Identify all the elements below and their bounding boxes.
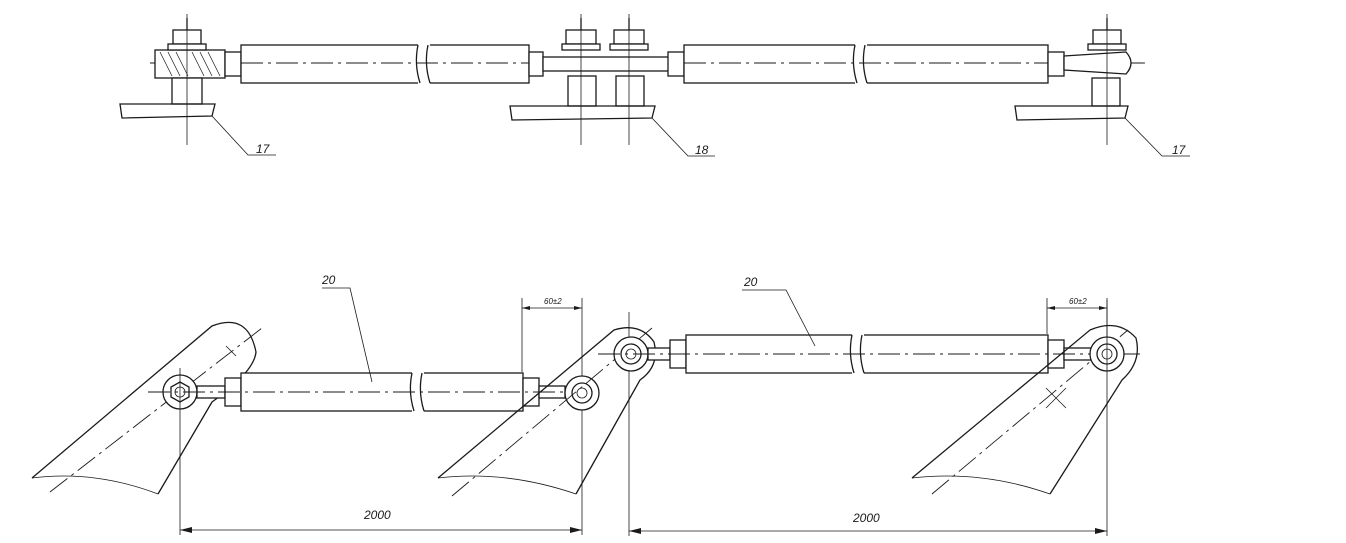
left-rod-side: [148, 371, 600, 413]
right-support-plate: [1014, 105, 1129, 121]
span-label-left: 2000: [363, 508, 391, 522]
right-rod-side: [598, 333, 1140, 375]
rod-label-right: 20: [743, 275, 758, 289]
top-view: 17 18: [119, 14, 1190, 157]
left-pivot: [162, 368, 198, 535]
middle-linkage: [528, 14, 685, 145]
right-pivot: [1089, 300, 1125, 520]
middle-support-plate: [509, 105, 656, 121]
left-clevis: [154, 14, 242, 145]
callout-leader-middle: [651, 117, 715, 157]
callout-leader-left: [211, 115, 276, 156]
left-arm: [31, 321, 263, 495]
span-label-right: 2000: [852, 511, 880, 525]
rod-leader-right: [742, 289, 816, 347]
left-tube-top: [240, 43, 530, 85]
callout-leader-right: [1124, 117, 1190, 157]
right-tube-top: [683, 43, 1049, 85]
callout-left-support: 17: [256, 142, 271, 156]
span-dimension-right: 2000: [628, 511, 1108, 536]
callout-right-support: 17: [1172, 143, 1187, 157]
middle-pivot-left: [564, 375, 600, 411]
rod-leader-left: [322, 287, 373, 383]
gap-label-right: 60±2: [1069, 297, 1087, 306]
side-view: 20: [31, 273, 1140, 536]
right-clevis: [1047, 14, 1132, 145]
span-dimension-left: 2000: [180, 410, 583, 535]
left-support-plate: [119, 103, 216, 119]
rod-label-left: 20: [321, 273, 336, 287]
gap-dimension-right: 60±2: [1046, 297, 1108, 336]
gap-dimension-left: 60±2: [521, 297, 583, 376]
callout-middle-support: 18: [695, 143, 709, 157]
gap-label-left: 60±2: [544, 297, 562, 306]
